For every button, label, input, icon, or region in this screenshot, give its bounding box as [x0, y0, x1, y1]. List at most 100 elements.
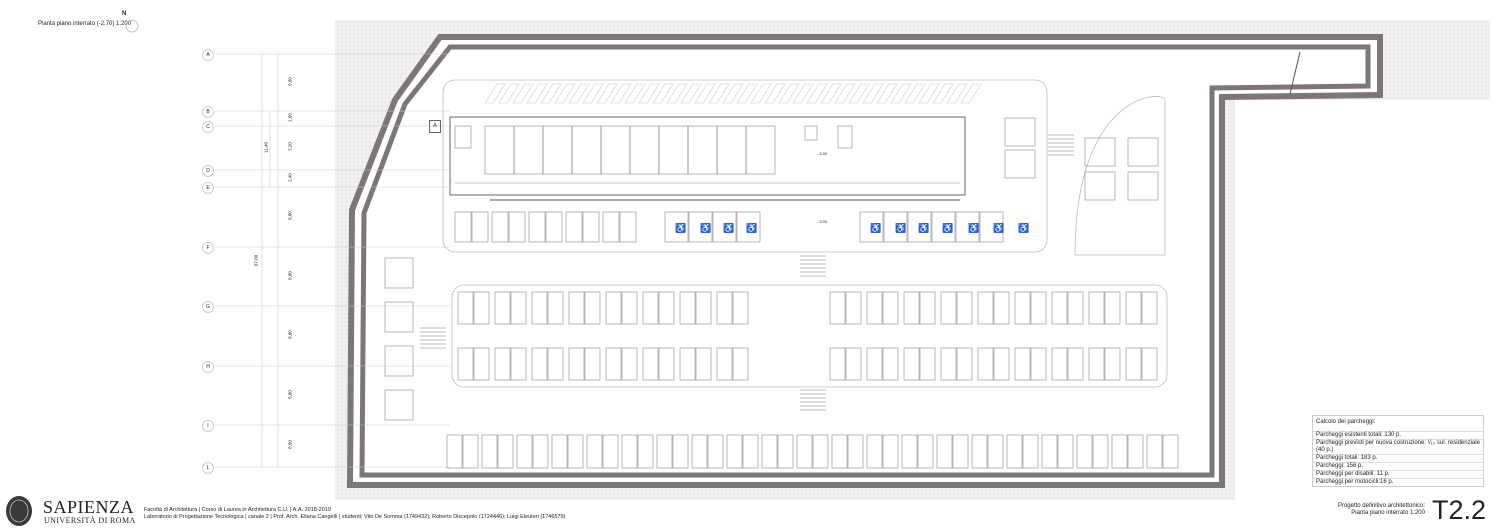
parking-stall — [516, 434, 533, 469]
parking-stall — [621, 434, 638, 469]
diagonal-stall — [680, 83, 702, 104]
elevator — [804, 125, 818, 141]
parking-stall — [1051, 347, 1068, 381]
parking-stall — [664, 211, 689, 243]
parking-stall — [1030, 347, 1047, 381]
project-line: Pianta piano interrato 1:200 — [1351, 510, 1425, 516]
parking-stall — [510, 347, 527, 381]
diagonal-stall — [666, 83, 688, 104]
stair — [837, 125, 853, 149]
parking-stall — [907, 211, 932, 243]
calc-row: Parcheggi previsti per nuova costruzione… — [1313, 439, 1483, 454]
wheelchair-icon: ♿ — [1018, 222, 1029, 233]
diagonal-stall — [918, 83, 940, 104]
upper-road-boundary — [442, 79, 1048, 253]
parking-stall — [658, 347, 675, 381]
parking-stall — [384, 345, 414, 377]
diagonal-stall — [540, 83, 562, 104]
grid-axis-label: F — [202, 242, 214, 254]
parking-stall — [494, 347, 511, 381]
parking-stall — [882, 434, 899, 469]
dimension-label: 8,80 — [287, 270, 293, 280]
parking-stall — [695, 291, 712, 325]
dimension-label: 8,80 — [287, 440, 293, 449]
calc-row: Parcheggi: 156 p. — [1313, 462, 1483, 470]
parking-stall — [882, 347, 899, 381]
parking-stall — [605, 291, 622, 325]
parking-stall — [977, 347, 994, 381]
parking-stall — [1051, 291, 1068, 325]
inner-wall — [359, 44, 1371, 478]
parking-stall — [446, 434, 463, 469]
dimension-label: 2,40 — [287, 172, 293, 182]
diagonal-stall — [904, 83, 926, 104]
wheelchair-icon: ♿ — [723, 222, 734, 233]
diagonal-stall — [848, 83, 870, 104]
parking-stall — [584, 347, 601, 381]
parking-stall — [761, 434, 778, 469]
calc-row: Parcheggi per disabili: 11 p. — [1313, 470, 1483, 478]
dimension-label: 7,20 — [287, 142, 293, 151]
parking-stall — [777, 434, 794, 469]
grid-axis-label: E — [202, 182, 214, 194]
diagonal-stall — [820, 83, 842, 104]
calc-row: Parcheggi totali: 183 p. — [1313, 454, 1483, 462]
parking-stall — [658, 291, 675, 325]
parking-stall — [903, 347, 920, 381]
project-line: Progetto definitivo architettonico: — [1337, 503, 1425, 509]
wheelchair-icon: ♿ — [993, 222, 1004, 233]
parking-stall — [384, 257, 414, 289]
credits-line: Facoltà di Architettura | Corso di Laure… — [144, 507, 331, 513]
dimension-label: 67,00 — [253, 254, 259, 267]
parking-stall — [1004, 117, 1036, 147]
parking-stall — [471, 211, 489, 243]
wheelchair-icon: ♿ — [746, 222, 757, 233]
parking-stall — [831, 434, 848, 469]
parking-stall — [987, 434, 1004, 469]
pedestrian-crossings — [420, 134, 1074, 411]
dimension-label: 11,40 — [263, 142, 269, 153]
building-interior — [454, 83, 982, 201]
parking-stall — [919, 291, 936, 325]
parking-stall — [545, 211, 563, 243]
parking-stall — [1067, 347, 1084, 381]
grid-axis-label: D — [202, 165, 214, 177]
parking-stall — [672, 434, 689, 469]
parking-stall — [866, 291, 883, 325]
ramp-line — [1289, 51, 1301, 95]
section-mark: A — [429, 120, 441, 133]
parking-stall — [532, 434, 549, 469]
calc-header: Calcolo dei parcheggi: — [1316, 419, 1376, 425]
parking-stall — [481, 434, 498, 469]
diagonal-stall — [512, 83, 534, 104]
parking-stall — [829, 291, 846, 325]
parking-stall — [1088, 347, 1105, 381]
diagonal-stall — [498, 83, 520, 104]
project-description: Progetto definitivo architettonico: Pian… — [1300, 503, 1425, 517]
diagonal-stall — [932, 83, 954, 104]
parking-stall — [642, 347, 659, 381]
north-arrow-icon — [125, 19, 139, 33]
parking-stall — [494, 291, 511, 325]
parking-stall — [547, 347, 564, 381]
parking-stall — [679, 291, 696, 325]
diagonal-stall — [806, 83, 828, 104]
parking-stall — [1057, 434, 1074, 469]
parking-stall — [1022, 434, 1039, 469]
parking-stall — [712, 211, 737, 243]
parking-stall — [637, 434, 654, 469]
parking-stall — [732, 291, 749, 325]
parking-stalls: ♿♿♿♿♿♿♿♿♿♿♿ — [384, 117, 1179, 469]
parking-stall — [1127, 434, 1144, 469]
university-name: Sapienza — [43, 497, 135, 517]
wheelchair-icon: ♿ — [870, 222, 881, 233]
credits: Facoltà di Architettura | Corso di Laure… — [144, 507, 565, 521]
parking-stall — [586, 434, 603, 469]
parking-stall — [1067, 291, 1084, 325]
parking-stall — [1041, 434, 1058, 469]
diagonal-stall — [554, 83, 576, 104]
right-lobe — [1074, 96, 1166, 256]
diagonal-stall — [736, 83, 758, 104]
parking-stall — [621, 291, 638, 325]
parking-stall — [1014, 291, 1031, 325]
